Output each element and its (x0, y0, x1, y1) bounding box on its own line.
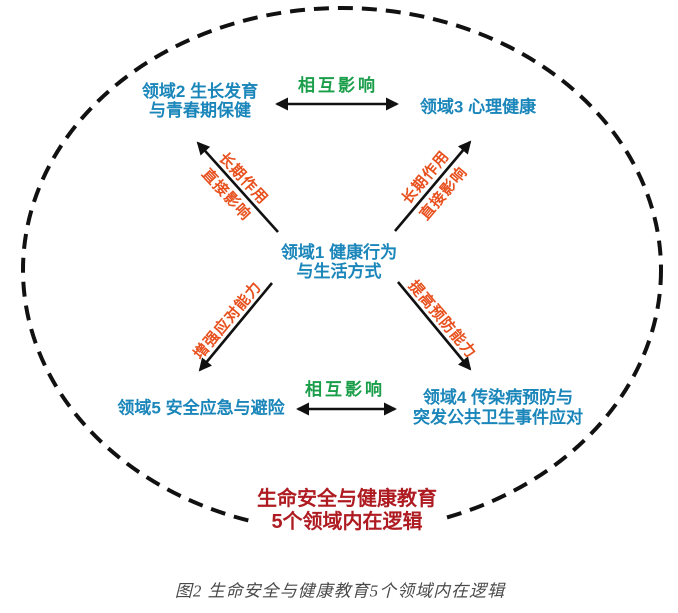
ellipse-title-line1: 生命安全与健康教育 (257, 488, 437, 510)
arrow-to-domain3 (394, 140, 472, 232)
node-domain2: 领域2 生长发育 与青春期保健 (142, 82, 258, 120)
node-domain5: 领域5 安全应急与避险 (117, 398, 285, 418)
node-domain2-line2: 与青春期保健 (149, 101, 251, 120)
node-domain1-line2: 与生活方式 (296, 262, 382, 281)
node-domain4: 领域4 传染病预防与 突发公共卫生事件应对 (413, 388, 583, 428)
figure-caption: 图2 生命安全与健康教育5个领域内在逻辑 (174, 581, 506, 601)
node-domain4-line1: 领域4 传染病预防与 (422, 388, 574, 407)
arrow-to-domain4 (396, 281, 472, 371)
label-mutual-influence-top: 相互影响 (298, 76, 378, 95)
node-domain1: 领域1 健康行为 与生活方式 (281, 243, 397, 281)
node-domain4-line2: 突发公共卫生事件应对 (413, 408, 583, 427)
node-domain1-line1: 领域1 健康行为 (280, 243, 398, 262)
arrow-to-domain2 (196, 141, 279, 233)
ellipse-title: 生命安全与健康教育 5个领域内在逻辑 (252, 487, 442, 535)
node-domain2-line1: 领域2 生长发育 (141, 82, 259, 101)
label-mutual-influence-bottom: 相互影响 (305, 380, 385, 399)
ellipse-title-line2: 5个领域内在逻辑 (271, 511, 423, 533)
node-domain3: 领域3 心理健康 (419, 97, 537, 117)
arrow-to-domain5 (198, 282, 274, 372)
